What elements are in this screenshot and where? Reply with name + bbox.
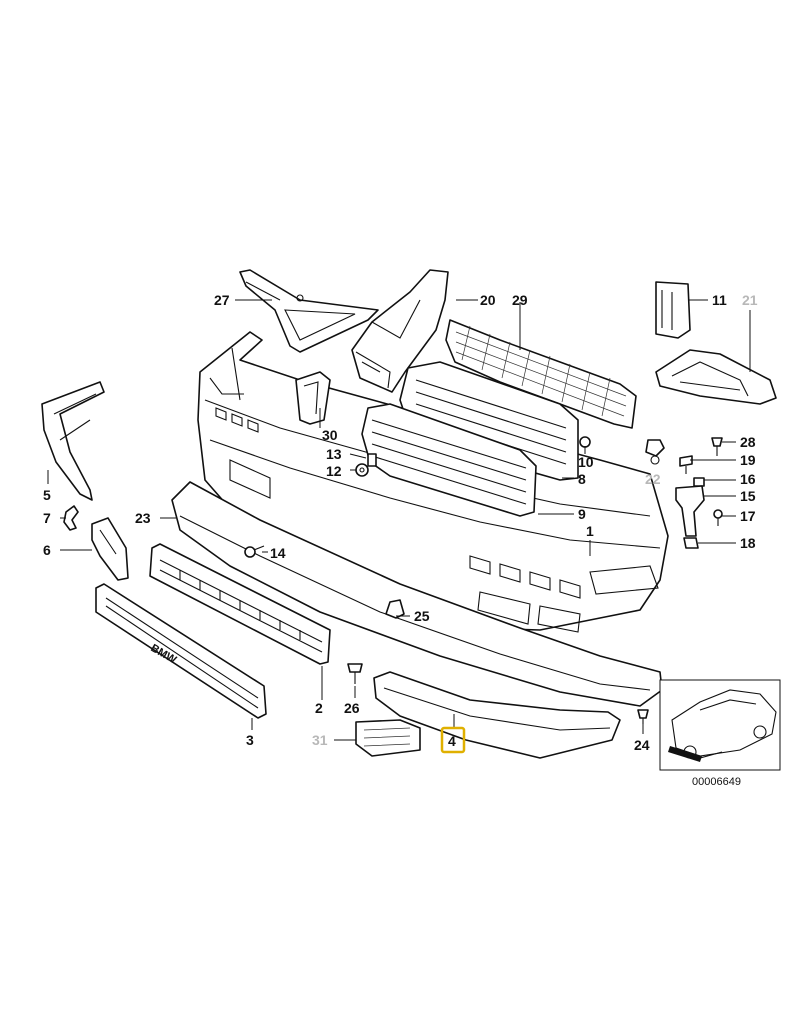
part-21-air-guide xyxy=(655,349,777,405)
part-17-screw xyxy=(713,509,723,526)
label-26: 26 xyxy=(344,700,360,716)
part-11-bracket xyxy=(655,281,691,339)
label-5: 5 xyxy=(43,487,51,503)
label-27: 27 xyxy=(214,292,230,308)
part-4-lower-spoiler xyxy=(373,671,621,759)
callout-labels: 27 20 29 11 21 30 13 12 10 8 28 22 19 16… xyxy=(43,292,758,754)
label-18: 18 xyxy=(740,535,756,551)
part-7-clip xyxy=(63,505,79,531)
label-14: 14 xyxy=(270,545,286,561)
label-16: 16 xyxy=(740,471,756,487)
part-12-nut xyxy=(355,463,369,477)
leader-lines xyxy=(47,299,751,741)
part-6-mounting-plate xyxy=(91,517,129,581)
part-30-bracket xyxy=(295,371,331,425)
part-19-screw xyxy=(679,455,693,474)
label-30: 30 xyxy=(322,427,338,443)
label-24: 24 xyxy=(634,737,650,753)
part-18-clip xyxy=(683,537,699,549)
part-28-screw xyxy=(711,437,723,456)
part-13-clip xyxy=(367,453,377,467)
part-10-clip xyxy=(579,436,591,448)
label-3: 3 xyxy=(246,732,254,748)
label-9: 9 xyxy=(578,506,586,522)
part-27-air-guide xyxy=(239,269,379,353)
label-29: 29 xyxy=(512,292,528,308)
highlight-box-part-4 xyxy=(440,726,466,754)
part-20-air-duct xyxy=(351,269,449,393)
label-6: 6 xyxy=(43,542,51,558)
part-8-kidney-grille xyxy=(399,361,579,481)
label-15: 15 xyxy=(740,488,756,504)
part-24-screw xyxy=(637,709,649,724)
label-4: 4 xyxy=(448,733,456,749)
part-16-clip xyxy=(693,477,705,487)
label-19: 19 xyxy=(740,452,756,468)
part-2-bumper-carrier xyxy=(149,543,331,665)
part-5-side-trim xyxy=(41,381,105,501)
diagram-code: 00006649 xyxy=(692,776,741,788)
part-26-screw xyxy=(347,663,363,684)
label-2: 2 xyxy=(315,700,323,716)
part-31-grille-insert xyxy=(355,719,421,757)
label-8: 8 xyxy=(578,471,586,487)
label-25: 25 xyxy=(414,608,430,624)
label-21: 21 xyxy=(742,292,758,308)
label-12: 12 xyxy=(326,463,342,479)
part-14-screw xyxy=(244,545,265,558)
part-15-bracket xyxy=(675,485,705,537)
label-20: 20 xyxy=(480,292,496,308)
inset-car-thumbnail xyxy=(659,679,781,771)
label-10: 10 xyxy=(578,454,594,470)
label-11: 11 xyxy=(712,292,727,308)
label-28: 28 xyxy=(740,434,756,450)
label-7: 7 xyxy=(43,510,51,526)
label-22: 22 xyxy=(645,471,661,487)
label-1: 1 xyxy=(586,523,594,539)
part-29-mesh-grille xyxy=(445,319,637,429)
label-17: 17 xyxy=(740,508,756,524)
part-9-kidney-grille xyxy=(361,403,537,517)
part-22-nut xyxy=(645,439,665,465)
label-13: 13 xyxy=(326,446,342,462)
label-31: 31 xyxy=(312,732,328,748)
label-23: 23 xyxy=(135,510,151,526)
